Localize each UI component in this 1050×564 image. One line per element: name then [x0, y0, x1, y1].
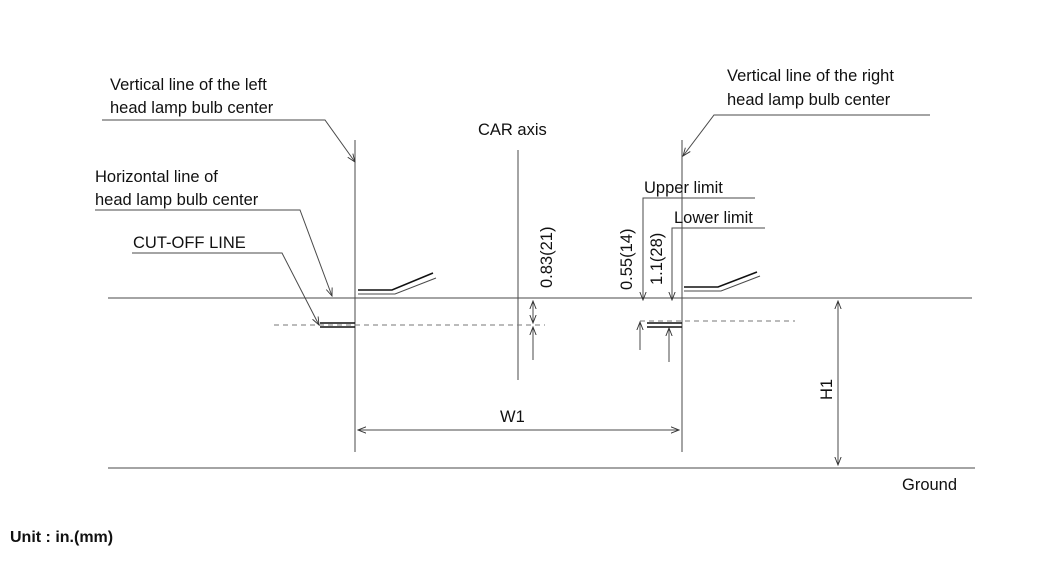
right-beam-pattern: [647, 271, 761, 328]
left-vertical-label-line2: head lamp bulb center: [110, 99, 274, 117]
dimension-arrows: [358, 301, 838, 465]
horizontal-line-label-line2: head lamp bulb center: [95, 191, 259, 209]
right-vertical-label-line1: Vertical line of the right: [727, 67, 894, 85]
ground-label: Ground: [902, 476, 957, 494]
unit-label: Unit : in.(mm): [10, 529, 113, 546]
horizontal-line-label-line1: Horizontal line of: [95, 168, 218, 186]
upper-limit-offset-value: 0.55(14): [618, 229, 636, 290]
width-label: W1: [500, 408, 525, 426]
lower-limit-label: Lower limit: [674, 209, 753, 227]
leader-lines: [95, 114, 930, 325]
left-vertical-label-line1: Vertical line of the left: [110, 76, 267, 94]
height-label: H1: [818, 379, 836, 400]
left-beam-pattern: [320, 272, 437, 328]
car-axis-offset-value: 0.83(21): [538, 227, 556, 288]
upper-limit-label: Upper limit: [644, 179, 723, 197]
right-vertical-label-line2: head lamp bulb center: [727, 91, 891, 109]
cut-off-line-label: CUT-OFF LINE: [133, 234, 246, 252]
lower-limit-offset-value: 1.1(28): [648, 233, 666, 285]
car-axis-label: CAR axis: [478, 121, 547, 139]
